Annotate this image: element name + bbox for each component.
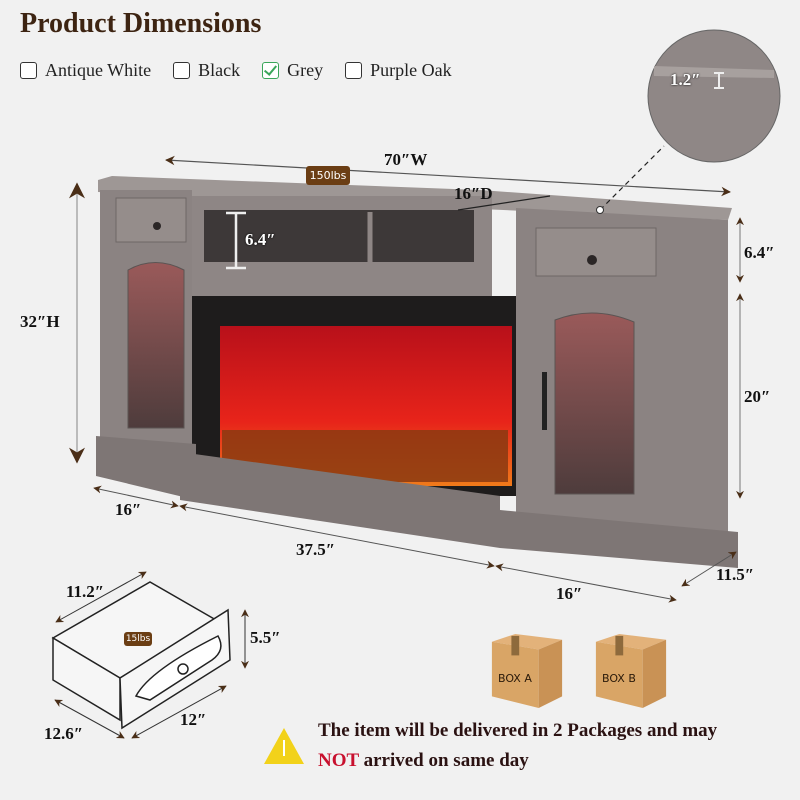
- left-glass-door: [127, 262, 185, 429]
- left-base: [96, 436, 196, 500]
- color-option-grey[interactable]: Grey: [262, 60, 323, 81]
- width-dim-line: [165, 155, 731, 197]
- box-label: BOX B: [602, 672, 636, 685]
- width-label: 70″W: [384, 150, 428, 169]
- right-glass-door: [554, 312, 635, 495]
- notice-line-2: NOT arrived on same day: [318, 750, 529, 771]
- drawer-length-dim-line: [55, 571, 147, 623]
- drawer-depth-dim-line: [54, 699, 125, 739]
- checkbox[interactable]: [173, 62, 191, 79]
- option-label: Black: [198, 60, 241, 80]
- box-label: BOX A: [498, 672, 532, 685]
- color-option-purple-oak[interactable]: Purple Oak: [345, 60, 452, 81]
- shelf-height-marker: [226, 211, 246, 270]
- left-drawer: [115, 197, 187, 243]
- option-label: Antique White: [45, 60, 152, 80]
- box-icon: [491, 633, 563, 709]
- fireplace-width-label: 37.5″: [296, 540, 336, 559]
- right-drawer: [535, 227, 657, 277]
- option-label: Grey: [287, 60, 324, 80]
- left-width-dim-line: [93, 485, 179, 509]
- drawer-knob: [153, 222, 161, 230]
- right-width-dim-line: [495, 563, 677, 603]
- door-handle: [542, 372, 547, 430]
- drawer-weight-badge: 15lbs: [124, 632, 152, 646]
- depth-dim-line: [457, 195, 551, 211]
- box-icon: [595, 633, 667, 709]
- page-title: Product Dimensions: [20, 8, 262, 39]
- fireplace-width-dim-line: [179, 503, 495, 569]
- depth-label: 16″D: [454, 184, 493, 203]
- side-depth-dim-line: [681, 551, 737, 587]
- drawer-width-dim-line: [131, 685, 227, 739]
- right-cabinet-width-label: 16″: [556, 584, 583, 603]
- shelf-height-label: 6.4″: [245, 230, 276, 249]
- color-options: Antique White Black Grey Purple Oak: [20, 60, 452, 81]
- checkbox-checked[interactable]: [262, 62, 280, 79]
- drawer-knob: [587, 255, 597, 265]
- detail-zoom-circle: [647, 29, 781, 163]
- drawer-width-label: 12″: [180, 710, 207, 729]
- checkbox[interactable]: [345, 62, 363, 79]
- total-weight-badge: 150lbs: [306, 166, 350, 185]
- package-box-a: BOX A: [488, 632, 566, 715]
- notice-emphasis: NOT: [318, 750, 359, 771]
- color-option-black[interactable]: Black: [173, 60, 240, 81]
- cabinet-height-label: 20″: [744, 387, 771, 406]
- drawer-diagram: [51, 581, 231, 730]
- left-cabinet-width-label: 16″: [115, 500, 142, 519]
- delivery-notice: The item will be delivered in 2 Packages…: [318, 716, 717, 776]
- drawer-depth-label: 12.6″: [44, 724, 84, 743]
- drawer-length-label: 11.2″: [66, 582, 105, 601]
- option-label: Purple Oak: [370, 60, 452, 80]
- package-box-b: BOX B: [592, 632, 670, 715]
- right-base: [500, 510, 738, 568]
- height-label: 32″H: [20, 312, 60, 331]
- open-shelf: [204, 210, 474, 262]
- side-depth-label: 11.5″: [716, 565, 755, 584]
- drawer-height-label: 5.5″: [250, 628, 281, 647]
- notice-line-1: The item will be delivered in 2 Packages…: [318, 720, 718, 741]
- color-option-antique-white[interactable]: Antique White: [20, 60, 151, 81]
- detail-callout-line: [599, 145, 665, 211]
- checkbox[interactable]: [20, 62, 37, 79]
- top-thickness-label: 1.2″: [670, 70, 701, 89]
- drawer-section-height-label: 6.4″: [744, 243, 775, 262]
